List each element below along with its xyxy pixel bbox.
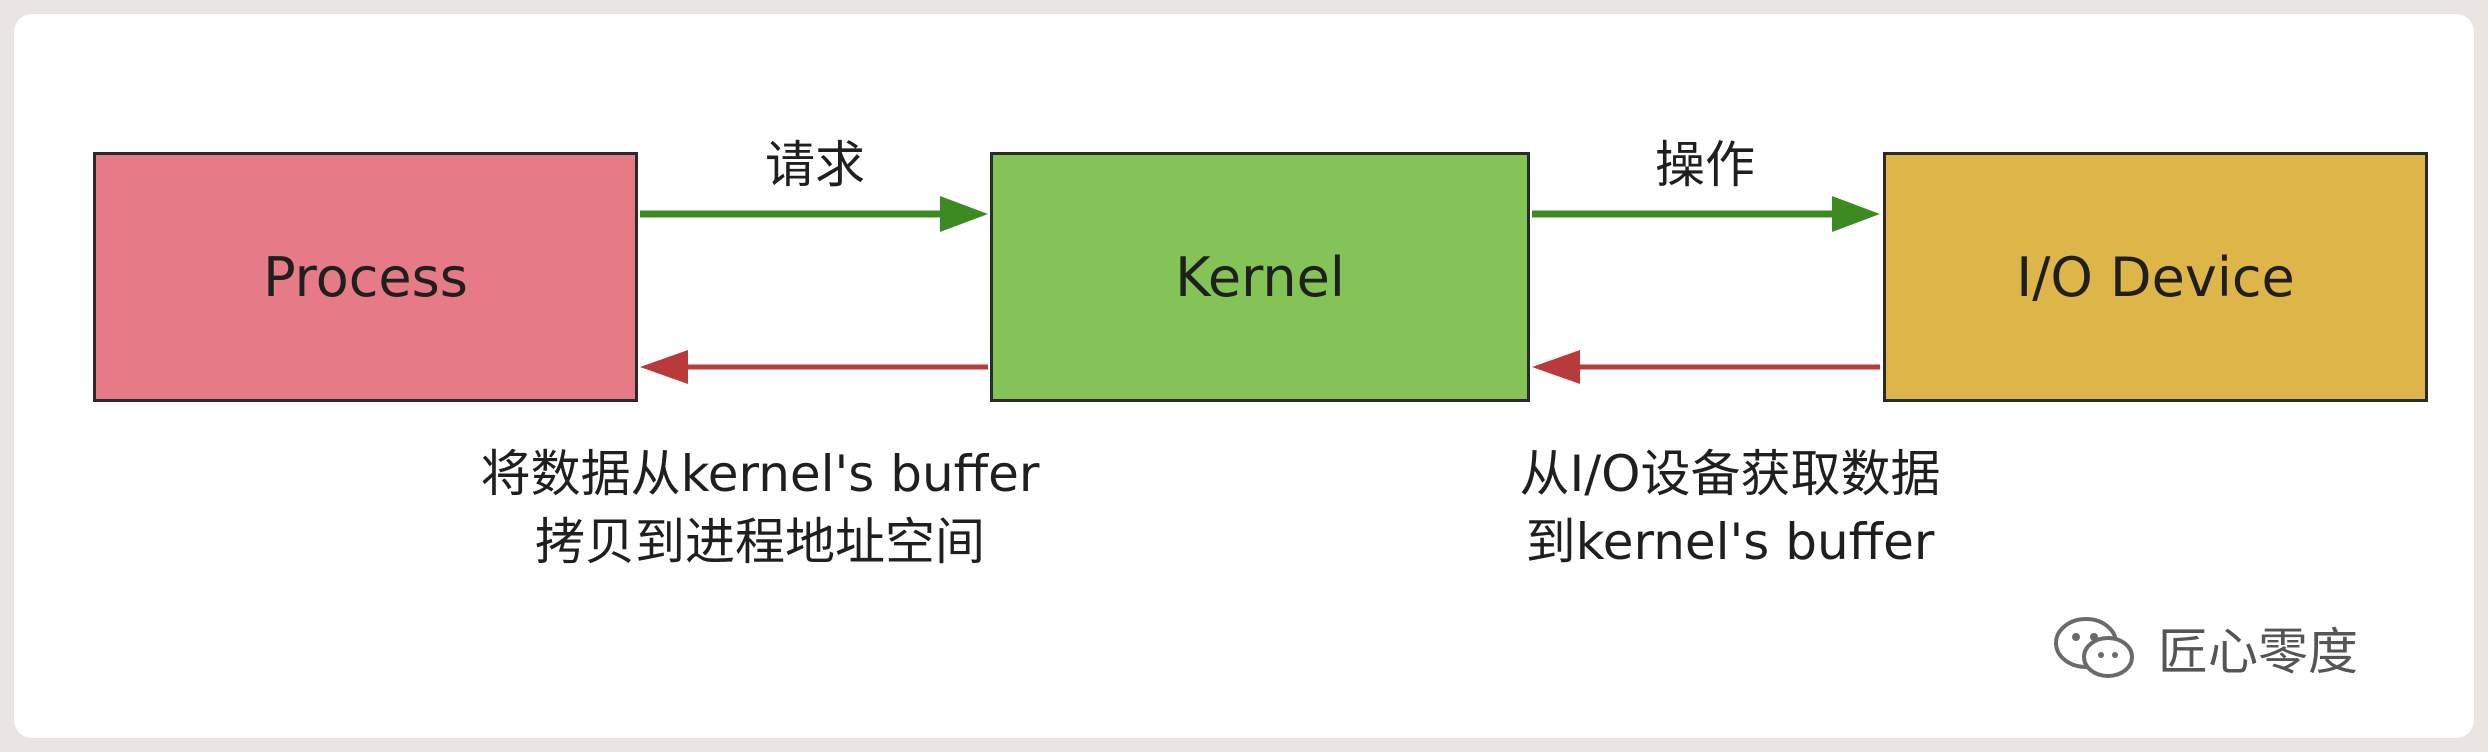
process-label: Process xyxy=(263,245,468,309)
request-label: 请求 xyxy=(765,136,865,194)
operate-label: 操作 xyxy=(1655,136,1755,194)
copy-caption-line2: 拷贝到进程地址空间 xyxy=(535,513,985,571)
io-device-box: I/O Device xyxy=(1883,152,2428,402)
copy-to-process-caption: 将数据从kernel's buffer 拷贝到进程地址空间 xyxy=(420,440,1100,576)
operate-arrow xyxy=(1532,196,1880,232)
kernel-box: Kernel xyxy=(990,152,1530,402)
watermark: 匠心零度 xyxy=(2050,612,2358,684)
fetch-caption-line2: 到kernel's buffer xyxy=(1525,513,1935,571)
io-device-label: I/O Device xyxy=(2016,245,2295,309)
copy-caption-line1: 将数据从kernel's buffer xyxy=(480,445,1040,503)
process-box: Process xyxy=(93,152,638,402)
wechat-icon xyxy=(2054,617,2134,678)
kernel-label: Kernel xyxy=(1175,245,1345,309)
fetch-caption-line1: 从I/O设备获取数据 xyxy=(1519,445,1941,503)
fetch-from-device-caption: 从I/O设备获取数据 到kernel's buffer xyxy=(1430,440,2030,576)
fetch-return-arrow xyxy=(1532,350,1880,384)
copy-return-arrow xyxy=(640,350,988,384)
watermark-text: 匠心零度 xyxy=(2158,623,2358,681)
request-arrow xyxy=(640,196,988,232)
